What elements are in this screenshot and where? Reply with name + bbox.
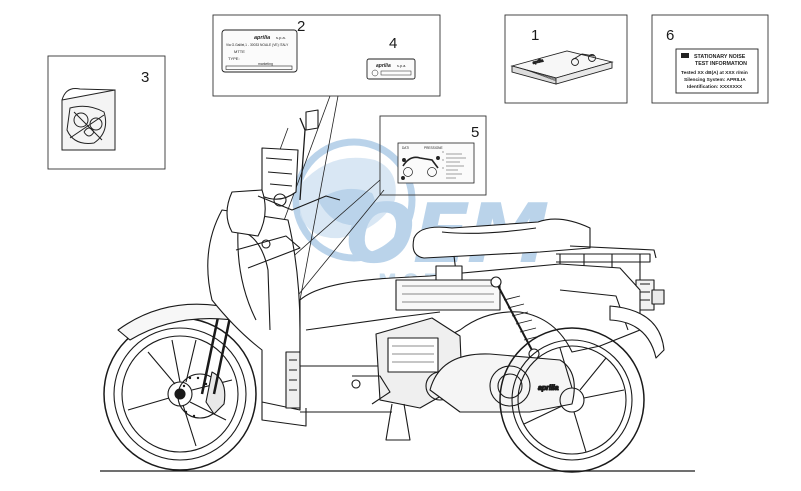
scooter-drawing: aprilia (100, 109, 695, 473)
plate-label-4: aprilia s.p.a. (366, 58, 416, 80)
callout-5: 5 (471, 124, 479, 141)
part-box-5[interactable]: 5 DATI PRESSIONE (379, 115, 487, 196)
tool-kit-icon (61, 88, 116, 151)
svg-text:Tested XX dB(A) at XXX r/min: Tested XX dB(A) at XXX r/min (681, 70, 748, 76)
svg-text:PRESSIONE: PRESSIONE (424, 146, 443, 150)
front-fairing (226, 109, 341, 269)
part-box-1[interactable]: 1 aprilia (504, 14, 628, 104)
svg-text:MTTE: MTTE (234, 49, 245, 54)
svg-text:TEST INFORMATION: TEST INFORMATION (695, 61, 747, 67)
info-label-5: DATI PRESSIONE (397, 142, 475, 184)
watermark-globe-icon (292, 138, 416, 262)
rear-fender (609, 289, 665, 359)
rear-wheel (499, 327, 645, 473)
label-text-lines (442, 151, 466, 179)
callout-6: 6 (666, 27, 674, 44)
part-box-6[interactable]: 6 STATIONARY NOISE TEST INFORMATION Test… (651, 14, 769, 104)
svg-text:Silencing System: APRILIA: Silencing System: APRILIA (684, 77, 746, 83)
svg-text:aprilia: aprilia (532, 57, 544, 65)
svg-text:STATIONARY NOISE: STATIONARY NOISE (694, 54, 746, 60)
part-box-3[interactable]: 3 (47, 55, 166, 170)
callout-2: 2 (297, 18, 305, 35)
svg-text:s.p.a.: s.p.a. (397, 64, 406, 68)
svg-text:s.p.a.: s.p.a. (276, 35, 286, 40)
svg-text:TYPE:: TYPE: (228, 56, 240, 61)
svg-text:aprilia: aprilia (376, 63, 391, 69)
svg-text:DATI: DATI (402, 146, 409, 150)
svg-text:aprilia: aprilia (254, 35, 270, 41)
rear-shock (490, 276, 541, 360)
seat (412, 218, 591, 273)
front-wheel (103, 317, 257, 471)
svg-text:Via G.Galilei,1 - 30033 NOALE: Via G.Galilei,1 - 30033 NOALE (VE) ITALY (226, 43, 289, 47)
noise-label: STATIONARY NOISE TEST INFORMATION Tested… (675, 48, 759, 94)
callout-1: 1 (531, 27, 539, 44)
fuel-tank (395, 265, 501, 311)
front-body (207, 209, 307, 427)
scooter-mini-icon (401, 156, 440, 180)
front-disc-holes (182, 376, 208, 418)
part-box-2[interactable]: 2 aprilia s.p.a. Via G.Galilei,1 - 30033… (212, 14, 441, 97)
center-stand (300, 403, 411, 441)
callout-3: 3 (141, 69, 149, 86)
plate-label-2: aprilia s.p.a. Via G.Galilei,1 - 30033 N… (221, 29, 298, 73)
callout-4: 4 (389, 35, 397, 52)
manual-book-icon: aprilia (510, 50, 614, 85)
side-panel-brand: aprilia (538, 385, 559, 392)
svg-text:marketing: marketing (258, 62, 273, 66)
svg-text:Identification: XXXXXXX: Identification: XXXXXXX (687, 84, 743, 90)
